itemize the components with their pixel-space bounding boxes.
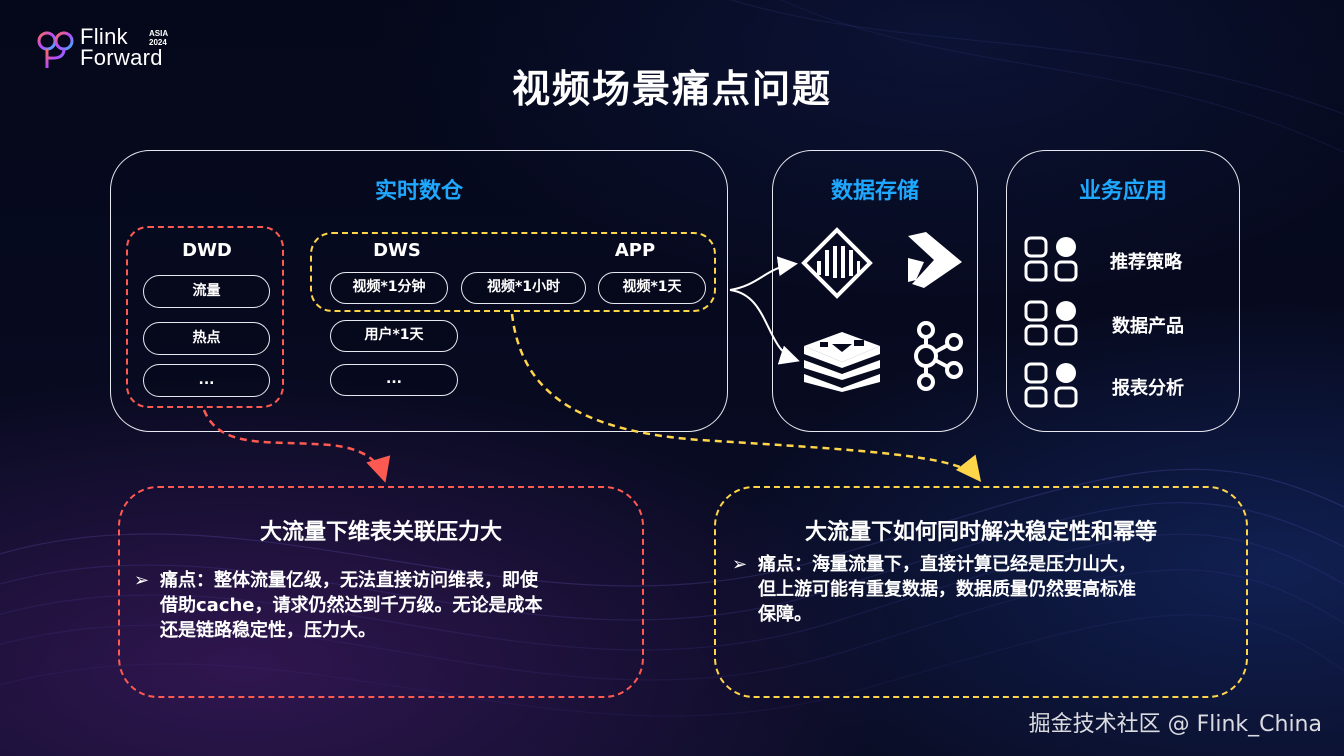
bullet-arrow-icon: ➢ xyxy=(134,570,150,591)
dws-label: DWS xyxy=(373,240,421,261)
dws-item-video-1min: 视频*1分钟 xyxy=(330,272,448,304)
storage-title: 数据存储 xyxy=(830,179,919,204)
dwd-dashed-box xyxy=(126,226,284,408)
dws-item-user-1day: 用户*1天 xyxy=(330,320,458,352)
realtime-dw-panel: 实时数仓 xyxy=(110,150,728,432)
business-item-data-product: 数据产品 xyxy=(1024,300,1224,348)
red-dashed-arrow xyxy=(202,409,391,483)
pain-left-line: 痛点：整体流量亿级，无法直接访问维表，即使 xyxy=(160,570,538,591)
pain-left-title: 大流量下维表关联压力大 xyxy=(259,520,502,545)
yellow-dashed-arrow xyxy=(510,313,982,482)
redis-icon xyxy=(804,332,880,392)
pain-right-line: 痛点：海量流量下，直接计算已经是压力山大， xyxy=(758,554,1136,575)
dwd-label: DWD xyxy=(182,240,232,261)
pain-right-body: ➢ 痛点：海量流量下，直接计算已经是压力山大， 但上游可能有重复数据，数据质量仍… xyxy=(732,552,1228,627)
app-label: APP xyxy=(614,240,656,261)
pain-left-body: ➢ 痛点：整体流量亿级，无法直接访问维表，即使 借助cache，请求仍然达到千万… xyxy=(134,568,630,643)
pain-left-line: 还是链路稳定性，压力大。 xyxy=(160,620,376,641)
apps-grid-icon xyxy=(1024,362,1078,408)
business-item-recommend: 推荐策略 xyxy=(1024,236,1224,284)
pain-left-box: 大流量下维表关联压力大 ➢ 痛点：整体流量亿级，无法直接访问维表，即使 借助ca… xyxy=(118,486,644,698)
kafka-icon xyxy=(914,321,963,391)
realtime-dw-title: 实时数仓 xyxy=(374,179,463,204)
flink-forward-logo-icon xyxy=(37,31,74,68)
business-item-label: 推荐策略 xyxy=(1110,252,1182,273)
business-item-label: 报表分析 xyxy=(1112,378,1184,399)
flag-logo-icon xyxy=(908,232,962,288)
logo-tag-line1: ASIA xyxy=(149,29,169,38)
business-panel: 业务应用 xyxy=(1006,150,1240,432)
storage-flow-arrows xyxy=(729,256,800,365)
dws-app-dashed-box xyxy=(310,232,716,312)
app-item-video-1day: 视频*1天 xyxy=(598,272,706,304)
logo-line2: Forward xyxy=(80,45,163,70)
page-title: 视频场景痛点问题 xyxy=(511,67,832,111)
business-title: 业务应用 xyxy=(1078,179,1167,204)
pain-left-line: 借助cache，请求仍然达到千万级。无论是成本 xyxy=(160,595,543,616)
storage-panel: 数据存储 xyxy=(772,150,978,432)
logo-tag-line2: 2024 xyxy=(149,38,167,47)
flink-forward-logo: Flink Forward ASIA 2024 xyxy=(34,26,194,76)
pain-right-title: 大流量下如何同时解决稳定性和幂等 xyxy=(804,520,1157,545)
dwd-item-more: ... xyxy=(143,364,270,397)
apps-grid-icon xyxy=(1024,236,1078,282)
pain-right-box: 大流量下如何同时解决稳定性和幂等 ➢ 痛点：海量流量下，直接计算已经是压力山大，… xyxy=(714,486,1248,698)
logo-line1: Flink xyxy=(80,24,128,49)
dws-item-more: ... xyxy=(330,364,458,396)
apps-grid-icon xyxy=(1024,300,1078,346)
bullet-arrow-icon: ➢ xyxy=(732,554,748,575)
watermark: 掘金技术社区 @ Flink_China xyxy=(1028,712,1322,737)
pain-right-line: 保障。 xyxy=(758,604,812,625)
hologres-icon xyxy=(801,227,873,299)
pain-right-line: 但上游可能有重复数据，数据质量仍然要高标准 xyxy=(758,579,1136,600)
dws-item-video-1hour: 视频*1小时 xyxy=(461,272,586,304)
dwd-item-hotspot: 热点 xyxy=(143,322,270,355)
business-item-label: 数据产品 xyxy=(1112,316,1184,337)
business-item-report: 报表分析 xyxy=(1024,362,1224,410)
dwd-item-traffic: 流量 xyxy=(143,275,270,308)
